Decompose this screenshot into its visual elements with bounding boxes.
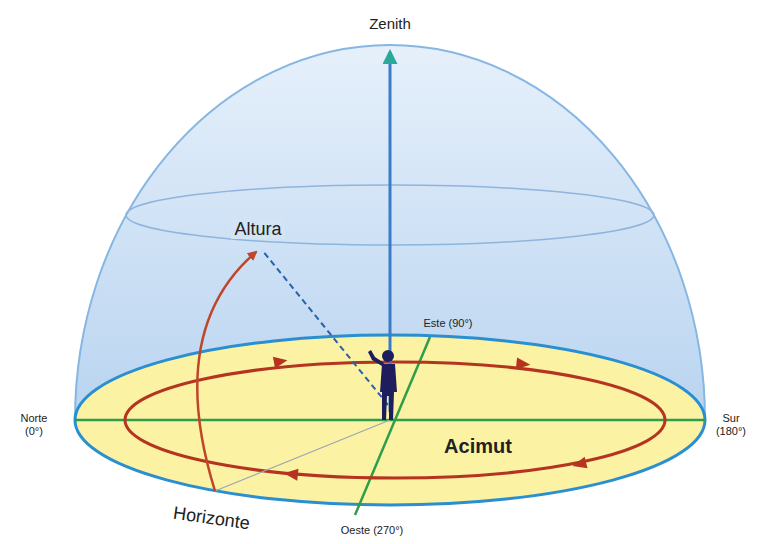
west-label: Oeste (270°) <box>341 524 403 537</box>
observer-leader-line <box>215 420 390 491</box>
line-of-sight <box>262 250 388 405</box>
observer-figure <box>368 350 397 420</box>
horizon-plane <box>75 335 705 505</box>
south-label: Sur (180°) <box>709 412 753 437</box>
east-label: Este (90°) <box>423 317 472 330</box>
zenith-label: Zenith <box>369 15 411 32</box>
azimuth-arrowheads <box>273 355 588 481</box>
azimuth-label: Acimut <box>444 435 512 458</box>
altitude-arc <box>197 252 256 491</box>
horizon-label: Horizonte <box>172 502 251 533</box>
north-label: Norte (0°) <box>14 412 54 437</box>
altitude-label: Altura <box>231 219 284 240</box>
